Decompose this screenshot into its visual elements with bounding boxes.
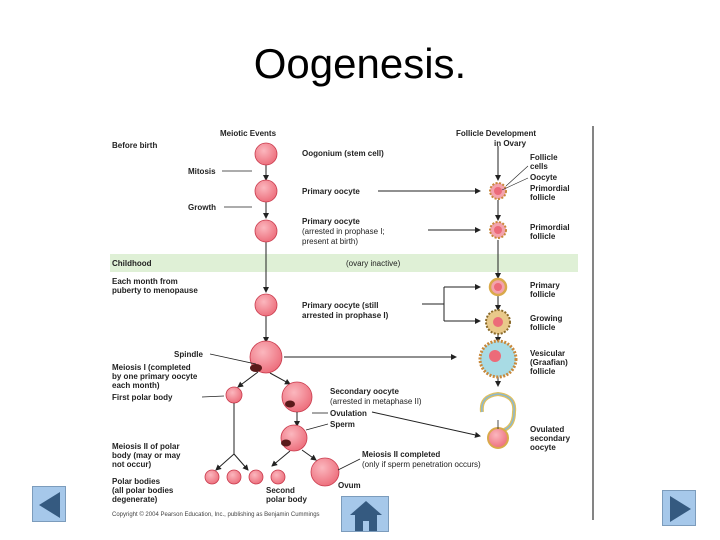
cell-ovum	[310, 457, 340, 487]
cell-secondary-oocyte	[281, 381, 313, 413]
label-primordial-b-2: follicle	[530, 232, 556, 241]
label-second-polar-body-1: Second	[266, 486, 295, 495]
label-primary-still-1: Primary oocyte (still	[302, 301, 378, 310]
label-meiosis2-polar-2: body (may or may	[112, 451, 181, 460]
cell-sperm-entry	[280, 424, 308, 452]
follicle-primordial	[489, 182, 507, 200]
home-button[interactable]	[341, 496, 389, 532]
label-primary-oocyte: Primary oocyte	[302, 187, 360, 196]
next-slide-button[interactable]	[662, 490, 696, 526]
label-primordial-1: Primordial	[530, 184, 570, 193]
follicle-primordial-b	[489, 221, 507, 239]
header-meiotic-events: Meiotic Events	[220, 129, 277, 138]
oogenesis-diagram: Meiotic Events Follicle Development in O…	[110, 124, 594, 520]
label-spindle: Spindle	[174, 350, 203, 359]
cell-polar-body-b	[226, 469, 242, 485]
header-follicle-line2: in Ovary	[494, 139, 527, 148]
label-vesicular-2: (Graafian)	[530, 358, 568, 367]
label-follicle-cells-1: Follicle	[530, 153, 558, 162]
label-ovulation: Ovulation	[330, 409, 367, 418]
label-meiosis2-polar-3: not occur)	[112, 460, 151, 469]
process-mitosis: Mitosis	[188, 167, 216, 176]
follicle-growing	[485, 309, 511, 335]
cell-polar-body-a	[204, 469, 220, 485]
label-growing-2: follicle	[530, 323, 556, 332]
label-first-polar-body: First polar body	[112, 393, 173, 402]
previous-slide-button[interactable]	[32, 486, 66, 522]
label-meiosis2-polar-1: Meiosis II of polar	[112, 442, 180, 451]
stage-each-month-1: Each month from	[112, 277, 178, 286]
label-primary-arrested-1: Primary oocyte	[302, 217, 360, 226]
label-meiosis1-3: each month)	[112, 381, 160, 390]
label-primordial-2: follicle	[530, 193, 556, 202]
label-polar-bodies-3: degenerate)	[112, 495, 158, 504]
process-growth: Growth	[188, 203, 216, 212]
label-vesicular-3: follicle	[530, 367, 556, 376]
label-follicle-cells-2: cells	[530, 162, 548, 171]
label-ovulated-2: secondary	[530, 434, 571, 443]
label-meiosis2-completed-2: (only if sperm penetration occurs)	[362, 460, 481, 469]
label-growing-1: Growing	[530, 314, 563, 323]
cell-primary-oocyte-still	[254, 293, 278, 317]
arrow-left-icon	[39, 492, 60, 518]
label-sperm: Sperm	[330, 420, 355, 429]
label-secondary-oocyte-2: (arrested in metaphase II)	[330, 397, 422, 406]
cell-oogonium	[254, 142, 278, 166]
label-secondary-oocyte-1: Secondary oocyte	[330, 387, 399, 396]
label-meiosis2-completed-1: Meiosis II completed	[362, 450, 440, 459]
label-oogonium: Oogonium (stem cell)	[302, 149, 384, 158]
label-meiosis1-1: Meiosis I (completed	[112, 363, 191, 372]
cell-primary-oocyte	[254, 179, 278, 203]
label-ovulated-1: Ovulated	[530, 425, 564, 434]
stage-each-month-2: puberty to menopause	[112, 286, 198, 295]
label-oocyte: Oocyte	[530, 173, 558, 182]
label-polar-bodies-1: Polar bodies	[112, 477, 161, 486]
label-second-polar-body-2: polar body	[266, 495, 307, 504]
label-primary-still-2: arrested in prophase I)	[302, 311, 389, 320]
cell-primary-oocyte-arrested	[254, 219, 278, 243]
header-follicle-line1: Follicle Development	[456, 129, 536, 138]
slide-title: Oogenesis.	[253, 40, 467, 87]
label-ovulated-3: oocyte	[530, 443, 556, 452]
cell-polar-body-c	[248, 469, 264, 485]
arrow-right-icon	[670, 496, 691, 522]
stage-childhood: Childhood	[112, 259, 152, 268]
copyright-text: Copyright © 2004 Pearson Education, Inc.…	[112, 511, 320, 518]
label-ovum: Ovum	[338, 481, 361, 490]
label-polar-bodies-2: (all polar bodies	[112, 486, 174, 495]
label-primordial-b-1: Primordial	[530, 223, 570, 232]
stage-ovary-inactive: (ovary inactive)	[346, 259, 401, 268]
label-primary-arrested-2: (arrested in prophase I;	[302, 227, 385, 236]
childhood-band	[110, 254, 578, 272]
label-vesicular-1: Vesicular	[530, 349, 565, 358]
cell-first-polar-body	[225, 386, 243, 404]
label-primary-2: follicle	[530, 290, 556, 299]
stage-before-birth: Before birth	[112, 141, 157, 150]
cell-second-polar-body	[270, 469, 286, 485]
label-primary-arrested-3: present at birth)	[302, 237, 358, 246]
label-primary-1: Primary	[530, 281, 560, 290]
label-meiosis1-2: by one primary oocyte	[112, 372, 198, 381]
home-icon	[350, 501, 382, 531]
cell-meiosis-i	[249, 340, 283, 374]
follicle-primary	[488, 277, 508, 297]
follicle-vesicular	[478, 339, 518, 379]
